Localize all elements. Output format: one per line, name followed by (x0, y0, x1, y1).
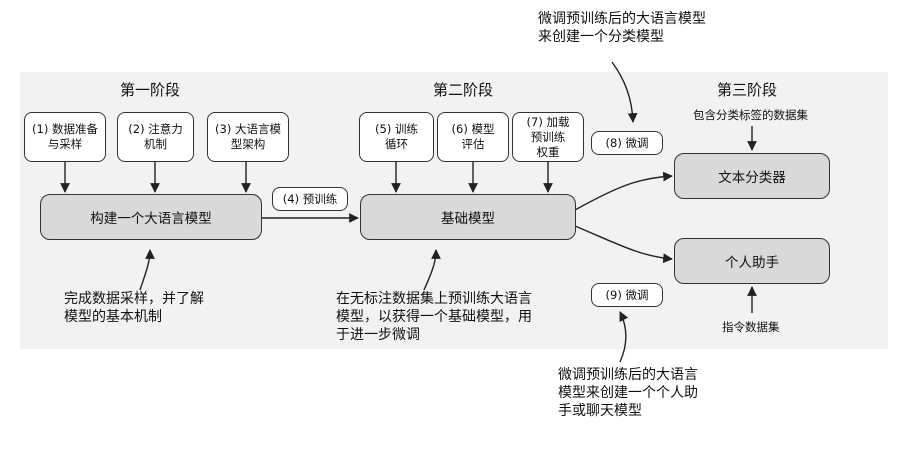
step-pretrain-box: (4) 预训练 (272, 187, 348, 211)
instruction-dataset-label: 指令数据集 (722, 320, 780, 334)
step-training-loop-box: (5) 训练 循环 (359, 112, 434, 162)
step-data-prep-box: (1) 数据准备 与采样 (24, 112, 106, 162)
stage1-description: 完成数据采样，并了解 模型的基本机制 (64, 291, 204, 325)
step-finetune-assistant-box: (9) 微调 (591, 283, 663, 307)
step-attention-box: (2) 注意力 机制 (117, 112, 194, 162)
arrow-stage2-note (423, 249, 441, 291)
foundation-model-box: 基础模型 (360, 194, 576, 240)
step-load-weights-box: (7) 加载 预训练 权重 (512, 112, 584, 162)
classification-dataset-label: 包含分类标签的数据集 (693, 108, 808, 122)
assistant-finetune-note: 微调预训练后的大语言 模型来创建一个个人助 手或聊天模型 (558, 367, 698, 419)
arrow-foundation-to-classifier (574, 171, 673, 211)
stage2-description: 在无标注数据集上预训练大语言 模型，以获得一个基础模型，用 于进一步微调 (336, 291, 532, 343)
step-finetune-classifier-box: (8) 微调 (591, 131, 663, 155)
step-model-eval-box: (6) 模型 评估 (437, 112, 509, 162)
arrow-foundation-to-assistant (574, 225, 673, 264)
stage2-heading: 第二阶段 (433, 81, 494, 99)
arrow-stage1-note (139, 249, 155, 291)
classifier-finetune-note: 微调预训练后的大语言模型 来创建一个分类模型 (538, 11, 706, 45)
arrow-top-right-note (611, 61, 638, 123)
stage3-heading: 第三阶段 (717, 81, 778, 99)
text-classifier-box: 文本分类器 (674, 153, 830, 199)
stage1-heading: 第一阶段 (120, 81, 181, 99)
step-llm-arch-box: (3) 大语言模 型架构 (207, 112, 289, 162)
build-llm-box: 构建一个大语言模型 (40, 194, 262, 240)
personal-assistant-box: 个人助手 (674, 238, 830, 284)
arrow-bottom-right-note (619, 311, 629, 363)
